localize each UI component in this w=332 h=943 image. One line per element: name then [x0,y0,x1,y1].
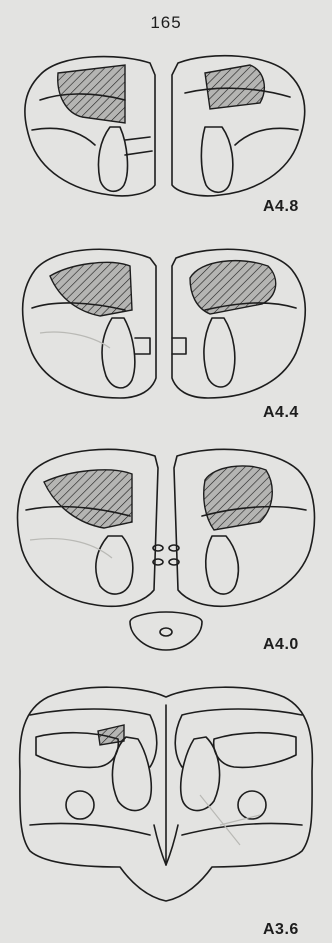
brain-section-a3-6: A3.6 [0,675,332,943]
brain-section-a4-4-drawing [0,238,332,428]
section-label: A4.8 [263,198,299,216]
brain-section-a4-0: A4.0 [0,440,332,660]
brain-section-a4-4: A4.4 [0,238,332,428]
brain-section-a4-0-drawing [0,440,332,660]
brain-section-a3-6-drawing [0,675,332,943]
brain-section-a4-8: A4.8 [0,45,332,220]
brain-section-a4-8-drawing [0,45,332,220]
section-label: A4.0 [263,636,299,654]
page-number: 165 [0,13,332,33]
section-label: A3.6 [263,921,299,939]
section-label: A4.4 [263,404,299,422]
